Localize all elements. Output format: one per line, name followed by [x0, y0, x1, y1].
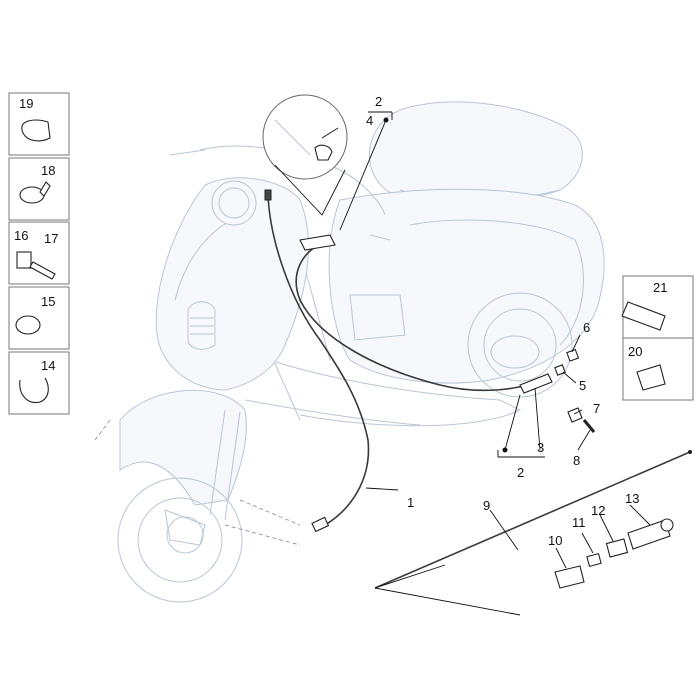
scooter-illustration [117, 101, 605, 603]
speedometer-cable-kit [374, 450, 692, 616]
inner-cable [374, 451, 691, 589]
clip-plate-icon [16, 251, 32, 269]
callout-2-top: 2 [375, 94, 382, 109]
screw-icon [29, 261, 56, 280]
leader-lines [94, 111, 651, 569]
callout-19: 19 [19, 96, 33, 111]
callout-11: 11 [572, 515, 586, 530]
callout-17: 17 [44, 231, 58, 246]
callout-5: 5 [579, 378, 586, 393]
callout-8: 8 [573, 453, 580, 468]
front-brake-cable [267, 194, 370, 526]
hose-clamp-icon [19, 186, 45, 204]
spring-icon [586, 552, 602, 568]
callout-7: 7 [593, 401, 600, 416]
snap-ring-icon [19, 377, 49, 404]
callout-18: 18 [41, 163, 55, 178]
callout-1: 1 [407, 495, 414, 510]
callout-9: 9 [483, 498, 490, 513]
callout-20: 20 [628, 344, 642, 359]
sleeve-icon [605, 538, 629, 558]
cable-terminal-icon [554, 565, 585, 589]
lever-detail-inset [262, 94, 348, 216]
adjuster-nut-icon [554, 364, 566, 376]
sticker-label-icon [621, 301, 666, 331]
callout-4: 4 [366, 113, 373, 128]
callout-2-bottom: 2 [517, 465, 524, 480]
right-small-parts [554, 348, 596, 433]
callout-13: 13 [625, 491, 639, 506]
callout-14: 14 [41, 358, 55, 373]
band-clamp-icon [15, 315, 41, 335]
callout-6: 6 [583, 320, 590, 335]
rubber-boot-icon [566, 348, 580, 362]
cable-sheath-icon [627, 519, 671, 550]
cable-clip-icon [567, 407, 583, 423]
callout-numbers: 1 2 4 2 3 5 6 7 8 9 10 11 12 13 14 15 16… [14, 94, 667, 548]
cable-end-icon [264, 189, 272, 201]
connector-icon [636, 364, 666, 391]
cable-clip-icon [21, 119, 51, 142]
callout-12: 12 [591, 503, 605, 518]
callout-3: 3 [537, 440, 544, 455]
brake-cable-assembly [264, 189, 553, 533]
left-parts-column [8, 92, 70, 415]
rear-brake-cable [295, 239, 551, 392]
right-parts-column [621, 275, 694, 401]
callout-21: 21 [653, 280, 667, 295]
callout-16: 16 [14, 228, 28, 243]
callout-15: 15 [41, 294, 55, 309]
callout-10: 10 [548, 533, 562, 548]
